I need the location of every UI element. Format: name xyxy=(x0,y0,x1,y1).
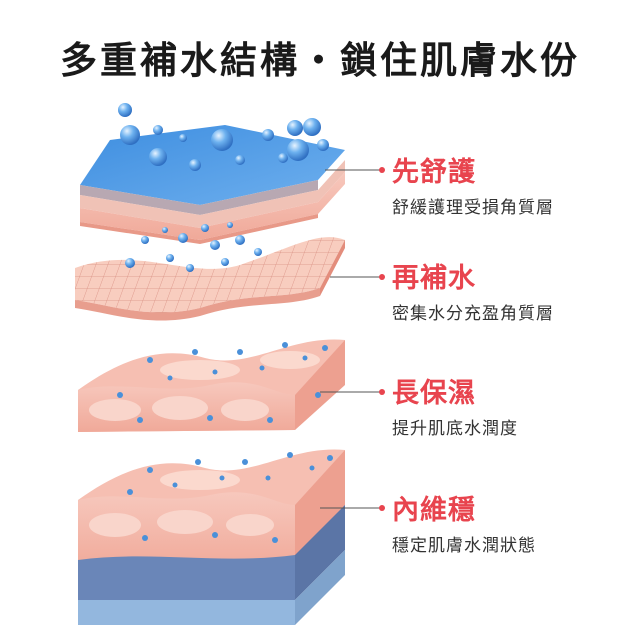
layer-1-description: 舒緩護理受損角質層 xyxy=(392,198,554,218)
layer-2-description: 密集水分充盈角質層 xyxy=(392,304,554,324)
layer-4-heading: 內維穩 xyxy=(392,495,476,526)
layer-2-heading: 再補水 xyxy=(392,263,476,294)
layer-2-graphic xyxy=(75,237,345,321)
layer-3-graphic xyxy=(78,339,345,432)
layer-3-description: 提升肌底水潤度 xyxy=(392,419,518,439)
layer-4-label: 內維穩 穩定肌膚水潤狀態 xyxy=(392,494,536,558)
layer-1-bubbles xyxy=(118,103,329,171)
layer-2-label: 再補水 密集水分充盈角質層 xyxy=(392,262,554,326)
layer-1-label: 先舒護 舒緩護理受損角質層 xyxy=(392,156,554,220)
layer-3-bubbles xyxy=(117,342,328,423)
layer-3-heading: 長保濕 xyxy=(392,378,476,409)
layer-3-label: 長保濕 提升肌底水潤度 xyxy=(392,377,518,441)
layer-2-bubbles xyxy=(125,222,262,272)
page-title: 多重補水結構・鎖住肌膚水份 xyxy=(60,39,580,82)
layer-1-graphic xyxy=(80,125,345,244)
layer-4-bubbles xyxy=(127,452,333,543)
layer-4-description: 穩定肌膚水潤狀態 xyxy=(392,536,536,556)
layer-4-graphic xyxy=(78,449,345,625)
layer-1-heading: 先舒護 xyxy=(392,157,476,188)
leader-lines xyxy=(320,167,385,511)
